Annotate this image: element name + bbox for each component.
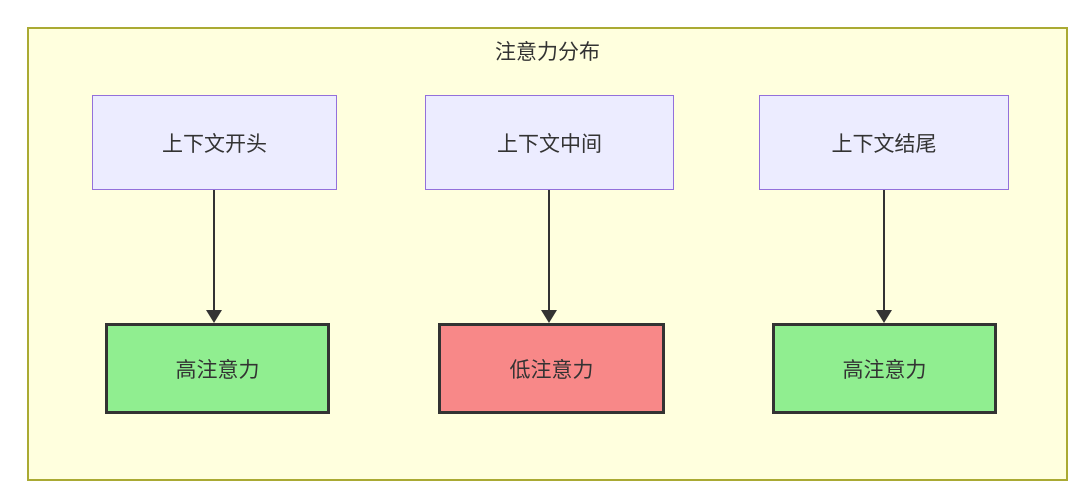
arrow-shaft [883,190,885,312]
node-label: 上下文开头 [162,132,267,156]
arrowhead-icon [206,310,222,323]
node-label: 上下文结尾 [831,132,937,156]
arrow-shaft [548,190,550,312]
diagram-container: 注意力分布 上下文开头 上下文中间 上下文结尾 高注意力 低注意力 [27,27,1068,481]
node-context-middle: 上下文中间 [425,95,674,190]
node-label: 高注意力 [175,358,260,382]
node-label: 高注意力 [842,358,927,382]
arrow-shaft [213,190,215,312]
node-context-end: 上下文结尾 [759,95,1009,190]
node-attention-start: 高注意力 [105,323,330,414]
node-label: 低注意力 [509,358,594,382]
arrow-end-to-high [876,190,892,323]
arrow-middle-to-low [541,190,557,323]
diagram-title: 注意力分布 [495,41,600,64]
arrowhead-icon [541,310,557,323]
arrow-start-to-high [206,190,222,323]
arrowhead-icon [876,310,892,323]
node-label: 上下文中间 [497,132,602,156]
node-context-start: 上下文开头 [92,95,337,190]
node-attention-end: 高注意力 [772,323,997,414]
node-attention-middle: 低注意力 [438,323,665,414]
